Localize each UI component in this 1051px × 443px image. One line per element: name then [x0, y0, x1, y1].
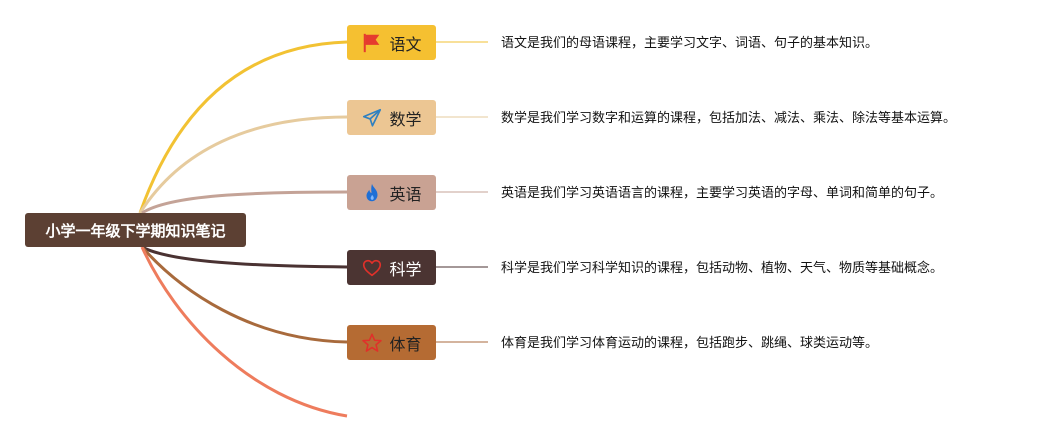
connector-yuwen — [138, 40, 348, 214]
branch-description-kexue: 科学是我们学习科学知识的课程，包括动物、植物、天气、物质等基础概念。 — [501, 261, 944, 276]
branch-label-yuwen: 语文 — [389, 34, 422, 54]
branch-label-shuxue: 数学 — [389, 109, 422, 129]
branch-node-kexue[interactable]: 科学 — [347, 250, 436, 285]
branch-node-yuwen[interactable]: 语文 — [347, 25, 436, 60]
branch-node-shuxue[interactable]: 数学 — [347, 100, 436, 135]
connector-yingyu — [141, 190, 348, 215]
branch-label-kexue: 科学 — [389, 259, 422, 279]
branch-description-yingyu: 英语是我们学习英语语言的课程，主要学习英语的字母、单词和简单的句子。 — [501, 186, 944, 201]
branch-description-tiyu: 体育是我们学习体育运动的课程，包括跑步、跳绳、球类运动等。 — [501, 336, 879, 351]
heart-icon — [361, 257, 383, 279]
branch-node-yingyu[interactable]: 英语 — [347, 175, 436, 210]
branch-description-yuwen: 语文是我们的母语课程，主要学习文字、词语、句子的基本知识。 — [501, 36, 879, 51]
branch-label-yingyu: 英语 — [389, 184, 422, 204]
root-title: 小学一年级下学期知识笔记 — [45, 221, 226, 240]
connector-tiyu — [140, 246, 348, 344]
paper-plane-icon — [361, 107, 383, 129]
flame-icon — [361, 182, 383, 204]
branch-label-tiyu: 体育 — [389, 334, 422, 354]
star-icon — [361, 332, 383, 354]
connector-extra — [140, 246, 348, 418]
connector-shuxue — [138, 115, 348, 214]
root-node[interactable]: 小学一年级下学期知识笔记 — [25, 213, 246, 247]
branch-node-tiyu[interactable]: 体育 — [347, 325, 436, 360]
branch-description-shuxue: 数学是我们学习数字和运算的课程，包括加法、减法、乘法、除法等基本运算。 — [501, 111, 957, 126]
connector-kexue — [141, 245, 348, 269]
red-flag-icon — [361, 32, 383, 54]
